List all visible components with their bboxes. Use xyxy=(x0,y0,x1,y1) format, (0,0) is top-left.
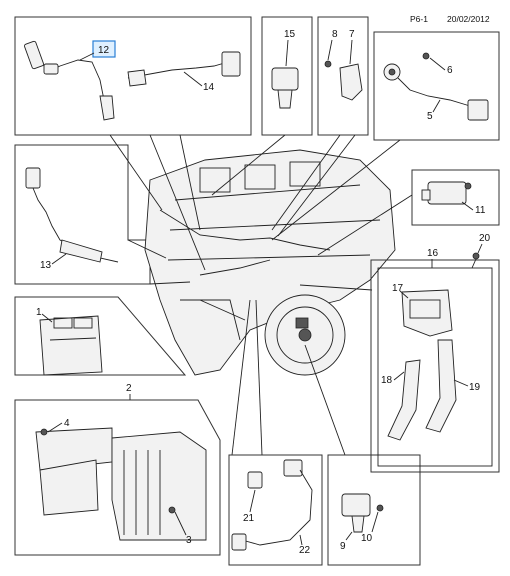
callout-16[interactable]: 16 xyxy=(427,248,439,259)
panel-part-15: 15 xyxy=(261,16,313,136)
callout-12[interactable]: 12 xyxy=(98,45,110,56)
panel-parts-16-20: 20 16 17 18 19 xyxy=(370,233,500,473)
callout-18[interactable]: 18 xyxy=(381,375,393,386)
diagram-date: 20/02/2012 xyxy=(447,14,490,24)
callout-9[interactable]: 9 xyxy=(340,541,346,552)
panel-parts-9-10: 9 10 xyxy=(327,454,421,566)
callout-13[interactable]: 13 xyxy=(40,260,52,271)
callout-20[interactable]: 20 xyxy=(479,233,491,244)
panel-parts-2-3-4: 2 4 3 xyxy=(14,383,221,556)
panel-part-13: 13 xyxy=(14,144,151,285)
callout-7[interactable]: 7 xyxy=(349,29,355,40)
callout-17[interactable]: 17 xyxy=(392,283,404,294)
callout-14[interactable]: 14 xyxy=(203,82,215,93)
panel-oxygen-sensors: 12 14 xyxy=(14,16,252,136)
callout-12-highlight xyxy=(92,40,116,58)
callout-2[interactable]: 2 xyxy=(126,383,132,394)
page-ref: P6-1 xyxy=(410,14,428,24)
callout-4[interactable]: 4 xyxy=(64,418,70,429)
panel-part-1: 1 xyxy=(14,296,187,376)
engine-assembly xyxy=(144,149,396,376)
callout-21[interactable]: 21 xyxy=(243,513,255,524)
callout-5[interactable]: 5 xyxy=(427,111,433,122)
callout-3[interactable]: 3 xyxy=(186,535,192,546)
callout-22[interactable]: 22 xyxy=(299,545,311,556)
callout-11[interactable]: 11 xyxy=(475,205,486,216)
panel-parts-5-6: 6 5 xyxy=(373,31,500,141)
leader-lines xyxy=(109,134,413,456)
callout-19[interactable]: 19 xyxy=(469,382,481,393)
callout-6[interactable]: 6 xyxy=(447,65,453,76)
panel-parts-7-8: 8 7 xyxy=(317,16,369,136)
callout-1[interactable]: 1 xyxy=(36,307,42,318)
panel-parts-21-22: 21 22 xyxy=(228,454,323,566)
callout-10[interactable]: 10 xyxy=(361,533,373,544)
callout-15[interactable]: 15 xyxy=(284,29,296,40)
panel-part-11: 11 xyxy=(411,169,500,226)
callout-8[interactable]: 8 xyxy=(332,29,338,40)
